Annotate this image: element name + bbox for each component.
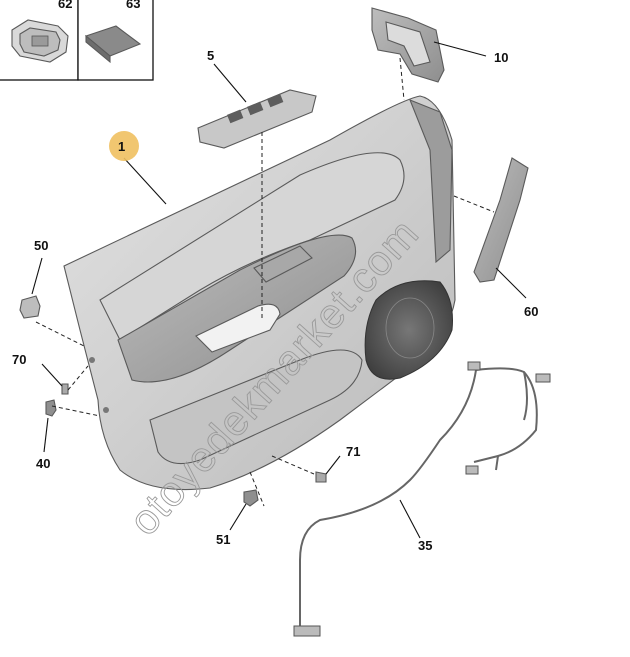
callout-1: 1 <box>118 139 125 154</box>
callout-60: 60 <box>524 304 538 319</box>
callout-51: 51 <box>216 532 230 547</box>
clip-part-image <box>11 19 69 63</box>
mirror-trim-cover <box>371 7 445 83</box>
callout-71: 71 <box>346 444 360 459</box>
window-switch-bezel <box>197 89 317 149</box>
trim-strip <box>473 157 529 283</box>
clip-51 <box>243 489 259 507</box>
callout-50: 50 <box>34 238 48 253</box>
clip-50 <box>19 295 41 319</box>
screw-70 <box>61 383 69 395</box>
door-trim-panel <box>63 95 456 491</box>
callout-70: 70 <box>12 352 26 367</box>
callout-5: 5 <box>207 48 214 63</box>
pad-part-image <box>84 25 142 64</box>
callout-63: 63 <box>126 0 140 11</box>
leader-lines <box>31 41 527 539</box>
callout-35: 35 <box>418 538 432 553</box>
screw-71 <box>315 471 327 483</box>
thumbnail-box-63: 63 <box>77 0 154 81</box>
callout-1-highlight <box>109 131 139 161</box>
callout-62: 62 <box>58 0 72 11</box>
wiring-harness <box>293 361 551 637</box>
callout-10: 10 <box>494 50 508 65</box>
thumbnail-box-62: 62 <box>0 0 79 81</box>
speaker-grille <box>364 280 453 380</box>
clip-40 <box>45 399 57 417</box>
callout-40: 40 <box>36 456 50 471</box>
